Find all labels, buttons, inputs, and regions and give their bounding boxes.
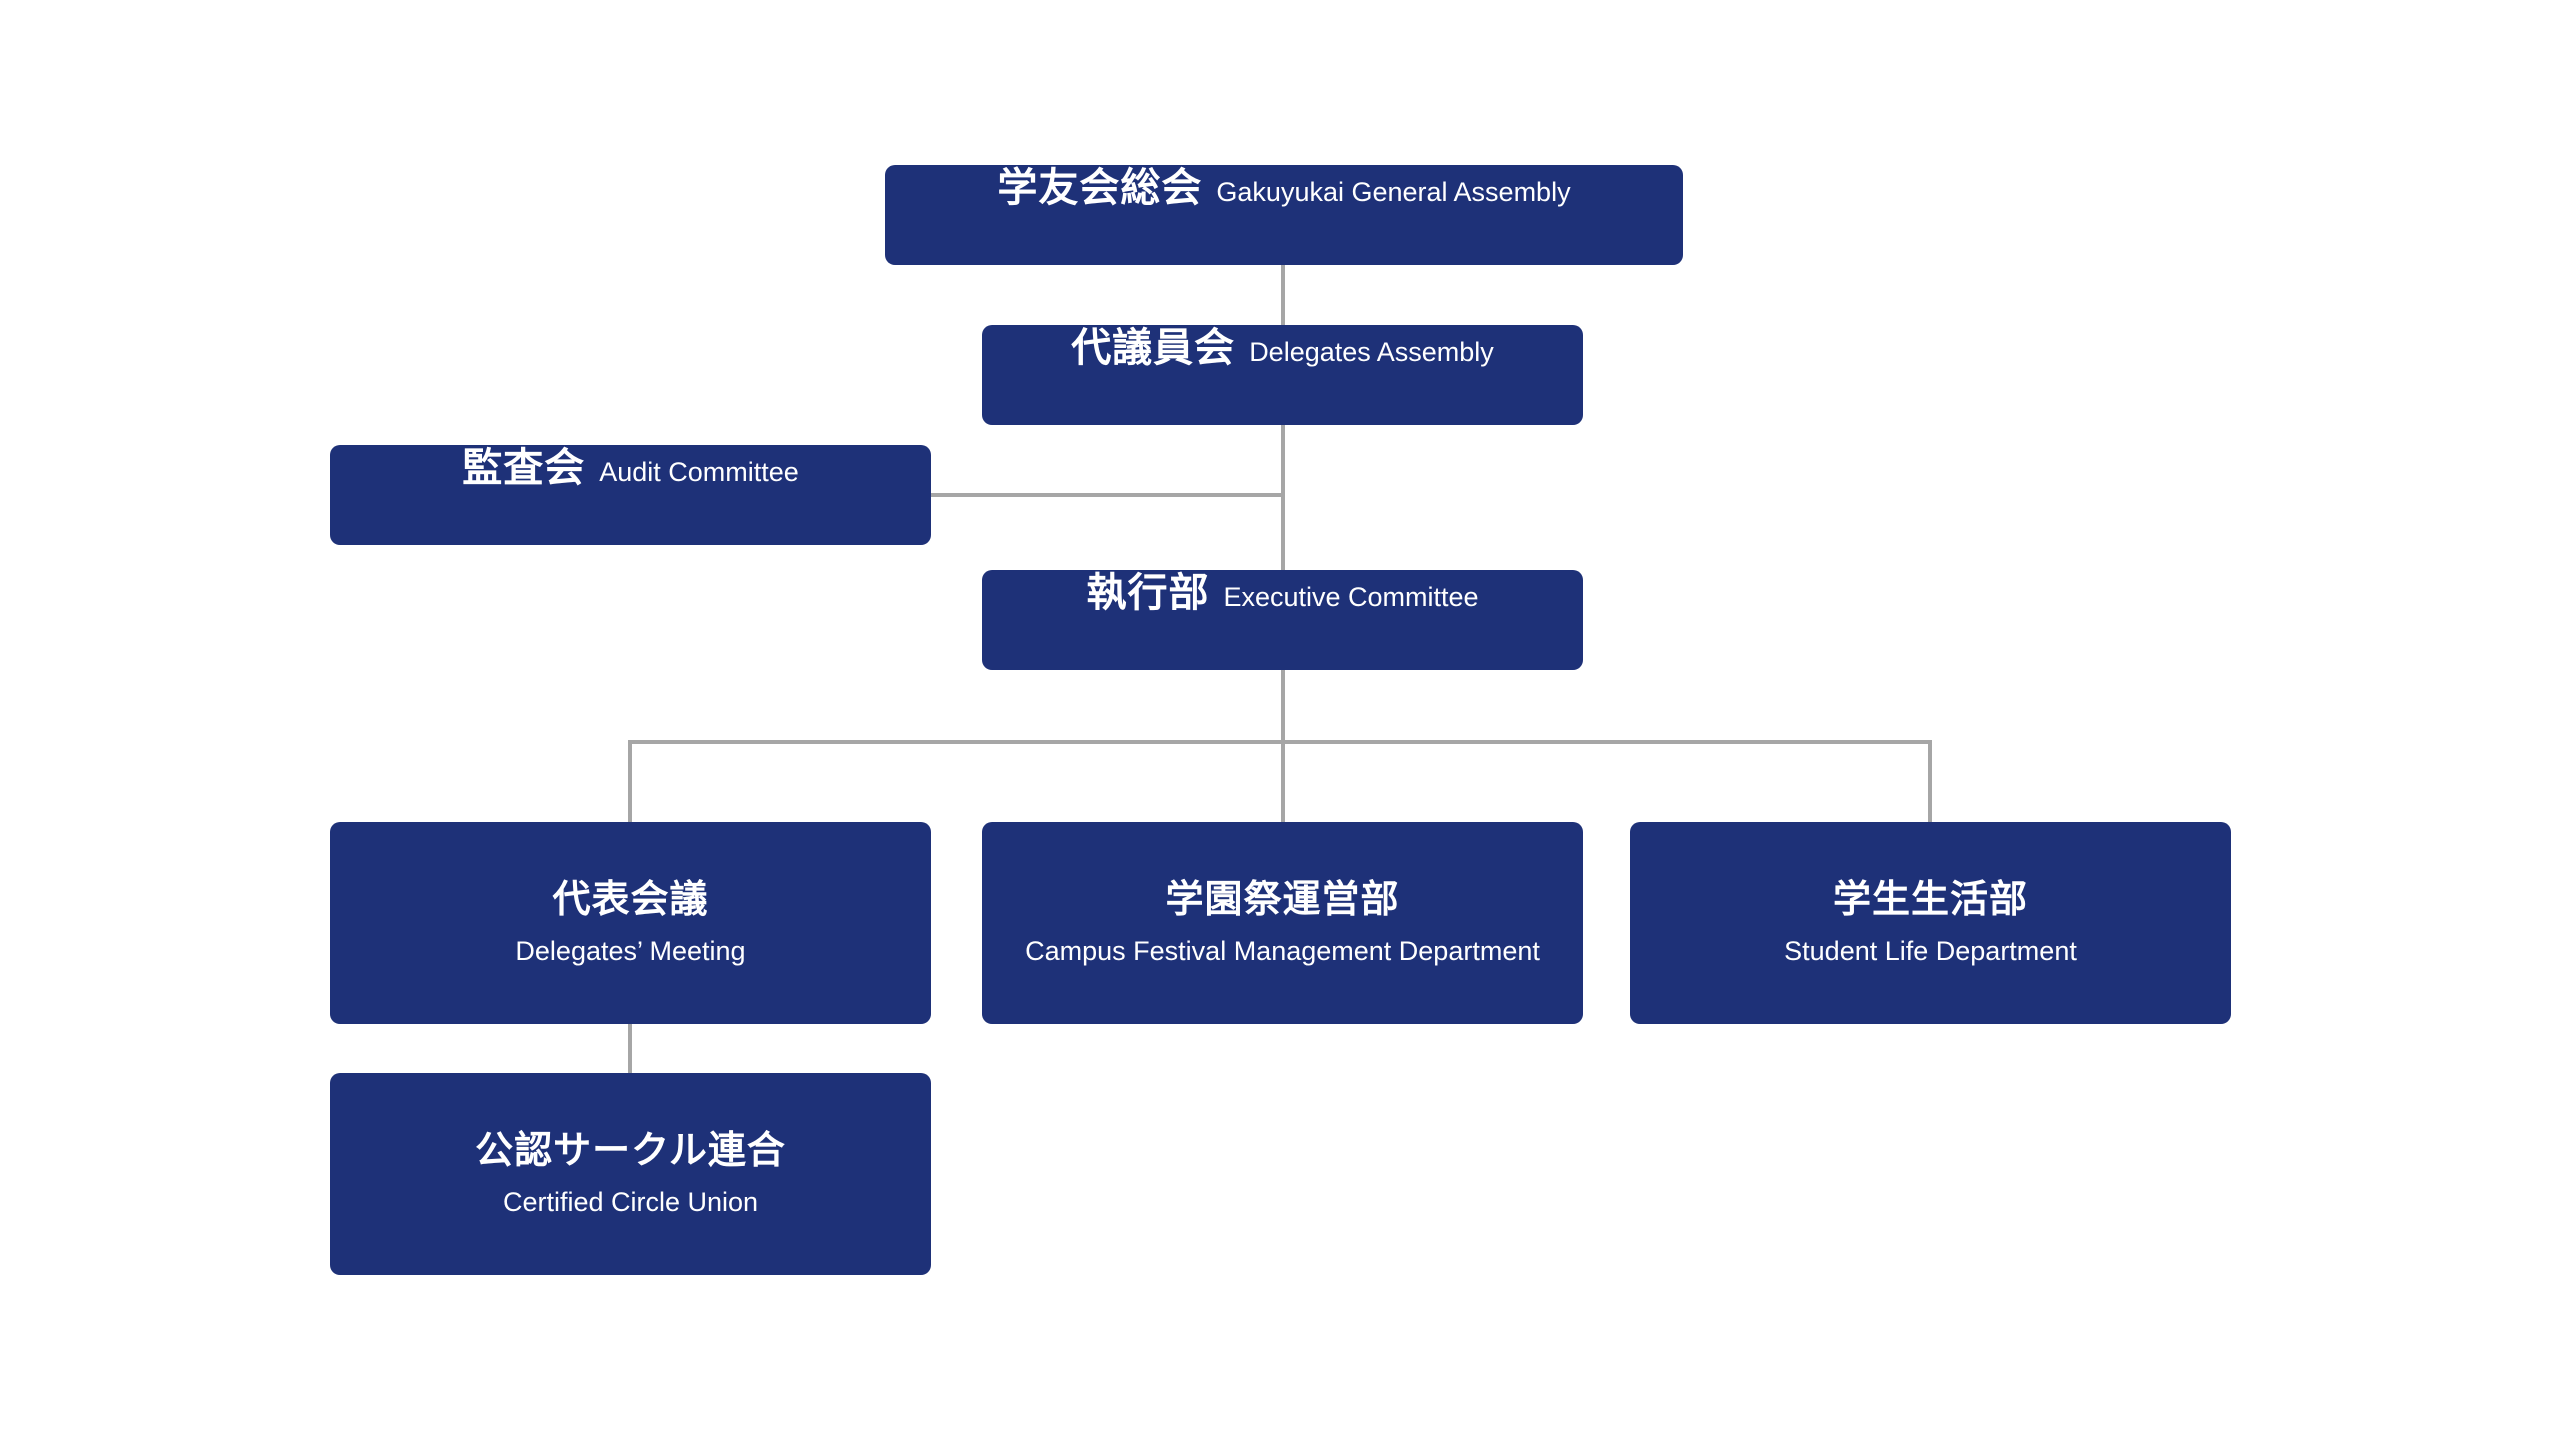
node-student-life-department-title-en: Student Life Department [1784,935,2077,966]
node-delegates-meeting-title-jp: 代表会議 [552,879,709,922]
node-certified-circle-union-title-en: Certified Circle Union [502,1186,759,1217]
node-student-life-department[interactable]: 学生生活部 Student Life Department [1630,822,2231,1024]
node-campus-festival-management-title-jp: 学園祭運営部 [1165,879,1400,922]
node-general-assembly[interactable]: 学友会総会 Gakuyukai General Assembly [885,165,1683,265]
node-general-assembly-title-en: Gakuyukai General Assembly [1216,177,1571,207]
node-student-life-department-title-jp: 学生生活部 [1832,879,2028,922]
node-executive-committee-title-jp: 執行部 [1086,571,1210,615]
node-delegates-meeting-title-en: Delegates’ Meeting [515,935,746,966]
node-audit-committee-title-jp: 監査会 [462,446,586,490]
node-delegates-assembly[interactable]: 代議員会 Delegates Assembly [982,325,1583,425]
node-certified-circle-union-title-jp: 公認サークル連合 [475,1130,786,1173]
node-campus-festival-management[interactable]: 学園祭運営部 Campus Festival Management Depart… [982,822,1583,1024]
node-audit-committee-title-en: Audit Committee [599,457,799,487]
node-audit-committee[interactable]: 監査会 Audit Committee [330,445,931,545]
node-general-assembly-title-jp: 学友会総会 [997,166,1203,210]
node-delegates-meeting[interactable]: 代表会議 Delegates’ Meeting [330,822,931,1024]
node-executive-committee[interactable]: 執行部 Executive Committee [982,570,1583,670]
node-delegates-assembly-title-jp: 代議員会 [1071,326,1236,370]
node-executive-committee-title-en: Executive Committee [1223,582,1479,612]
node-delegates-assembly-title-en: Delegates Assembly [1249,337,1494,367]
node-campus-festival-management-title-en: Campus Festival Management Department [1025,935,1540,966]
node-certified-circle-union[interactable]: 公認サークル連合 Certified Circle Union [330,1073,931,1275]
